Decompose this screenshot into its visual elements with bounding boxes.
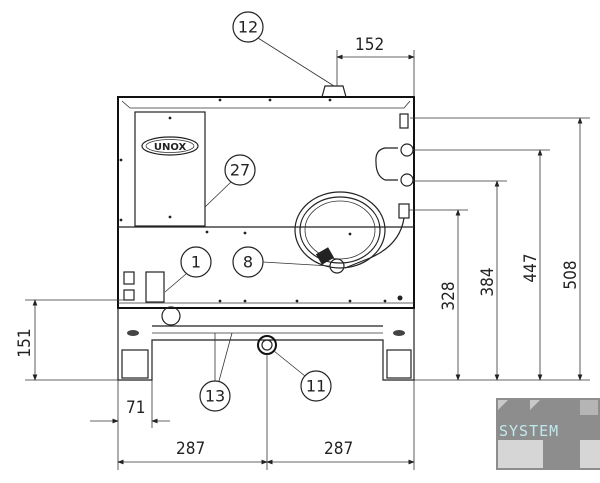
dim-328: 328 (439, 281, 459, 310)
dimension-lines (25, 50, 590, 470)
callout-27: 27 (204, 154, 256, 208)
dim-287-right: 287 (324, 439, 353, 459)
svg-text:13: 13 (205, 387, 225, 406)
dim-287-left: 287 (176, 439, 205, 459)
dim-152: 152 (355, 35, 384, 55)
svg-text:SYSTEM: SYSTEM (499, 422, 559, 440)
callout-13: 13 (199, 332, 233, 412)
system-watermark: SYSTEM (496, 398, 600, 470)
svg-text:8: 8 (243, 253, 253, 272)
dim-508: 508 (561, 260, 581, 289)
right-foot (386, 349, 412, 379)
door-panel (134, 111, 206, 227)
water-connectors (344, 113, 414, 269)
dim-151: 151 (15, 328, 35, 357)
callout-8: 8 (232, 246, 331, 278)
left-foot (121, 349, 149, 379)
hose-coil (294, 191, 386, 274)
callout-11: 11 (273, 350, 332, 402)
drain (257, 335, 277, 355)
machine-body: UNOX (117, 85, 415, 326)
svg-text:12: 12 (238, 18, 258, 37)
dim-71: 71 (126, 398, 145, 418)
base-frame (117, 308, 415, 381)
electrical-box (123, 271, 181, 326)
dim-384: 384 (478, 267, 498, 296)
svg-text:1: 1 (191, 253, 201, 272)
svg-text:11: 11 (306, 377, 326, 396)
dim-447: 447 (521, 253, 541, 282)
svg-text:27: 27 (230, 161, 250, 180)
callout-1: 1 (164, 246, 212, 293)
callout-12: 12 (232, 11, 335, 87)
vent (321, 85, 347, 98)
svg-text:UNOX: UNOX (154, 142, 187, 153)
brand-logo: UNOX (141, 136, 199, 156)
